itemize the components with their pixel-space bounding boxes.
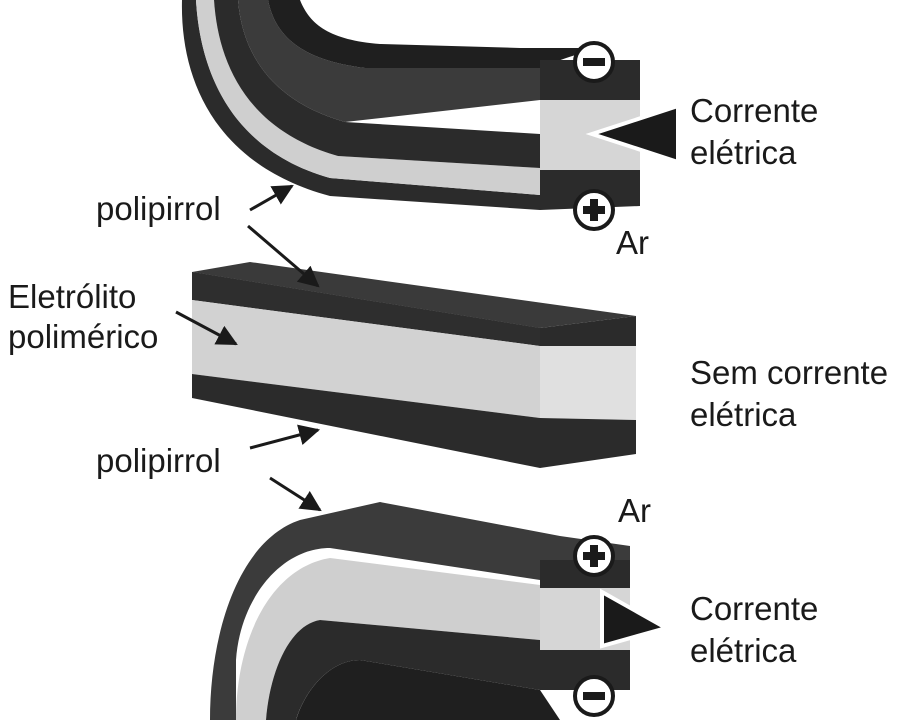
bottom-current-arrow — [600, 588, 672, 649]
top-current-arrow — [585, 103, 680, 165]
bottom-plus-terminal — [573, 535, 615, 577]
bottom-bent-actuator — [210, 502, 672, 720]
label-air-bottom: Ar — [618, 492, 651, 529]
bottom-actuator-top-face — [210, 502, 630, 720]
top-plus-terminal — [573, 189, 615, 231]
label-current-bottom-line2: elétrica — [690, 632, 797, 669]
label-current-top-line2: elétrica — [690, 134, 797, 171]
arrow-polypyrrole-top-1 — [249, 184, 294, 212]
middle-actuator-lower-polypyrrole — [192, 374, 540, 468]
label-electrolyte-line1: Eletrólito — [8, 278, 136, 315]
middle-actuator-end-dark-top — [540, 316, 636, 346]
middle-actuator-upper-polypyrrole — [192, 272, 540, 346]
arrow-polypyrrole-top-2 — [247, 224, 320, 288]
label-no-current-line2: elétrica — [690, 396, 797, 433]
label-current-top-line1: Corrente — [690, 92, 818, 129]
label-no-current-line1: Sem corrente — [690, 354, 888, 391]
middle-straight-actuator — [192, 262, 636, 468]
label-polypyrrole-top: polipirrol — [96, 190, 221, 227]
top-bent-actuator — [181, 0, 680, 231]
label-electrolyte-line2: polimérico — [8, 318, 158, 355]
middle-actuator-electrolyte — [192, 300, 540, 418]
arrow-polypyrrole-bottom-2 — [269, 476, 322, 512]
label-current-bottom-line1: Corrente — [690, 590, 818, 627]
top-actuator-electrolyte — [196, 0, 640, 197]
bottom-actuator-inner-polypyrrole — [266, 620, 630, 720]
top-actuator-inner-polypyrrole — [214, 0, 640, 170]
leader-arrows — [175, 184, 322, 512]
label-air-top: Ar — [616, 224, 649, 261]
middle-actuator-end-dark-bottom — [540, 418, 636, 468]
top-minus-terminal — [573, 41, 615, 83]
middle-actuator-end-light — [540, 346, 636, 420]
bottom-minus-terminal — [573, 675, 615, 717]
arrow-polypyrrole-bottom-1 — [249, 424, 321, 450]
arrow-electrolyte — [175, 310, 238, 346]
top-actuator-top-face — [238, 0, 640, 122]
label-polypyrrole-bottom: polipirrol — [96, 442, 221, 479]
bottom-actuator-electrolyte — [236, 558, 630, 720]
